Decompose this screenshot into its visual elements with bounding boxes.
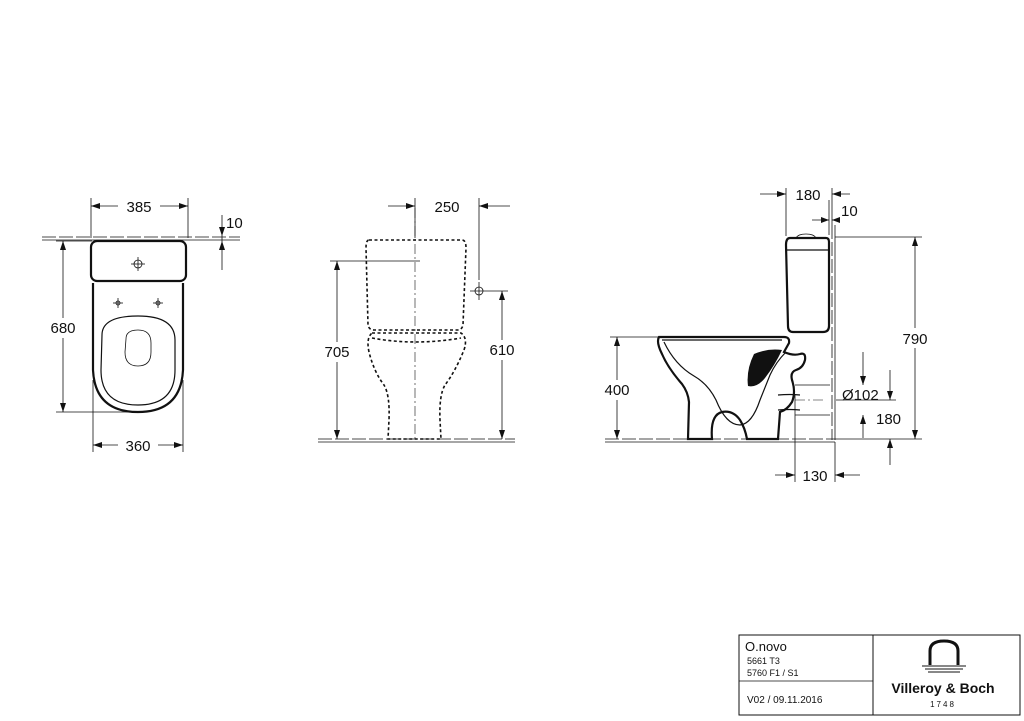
dim-side-180-bottom: 180: [876, 411, 901, 428]
brand-logo-icon: [922, 639, 966, 673]
side-view: 180 10 790 400 Ø102 180: [600, 187, 936, 485]
dim-side-diameter-102: Ø102: [842, 387, 879, 404]
dim-side-790: 790: [902, 331, 927, 348]
dim-side-400: 400: [604, 382, 629, 399]
top-view: 385 10 680 360: [42, 196, 243, 455]
dim-front-250: 250: [434, 199, 459, 216]
product-name: O.novo: [745, 639, 787, 654]
dim-front-705: 705: [324, 344, 349, 361]
product-code-2: 5760 F1 / S1: [747, 668, 799, 678]
dim-top-360: 360: [125, 438, 150, 455]
brand-name: Villeroy & Boch: [891, 680, 994, 696]
product-code-1: 5661 T3: [747, 656, 780, 666]
dim-top-680: 680: [50, 320, 75, 337]
dim-top-385: 385: [126, 199, 151, 216]
dim-side-180-top: 180: [795, 187, 820, 204]
dim-side-130: 130: [802, 468, 827, 485]
dim-top-10: 10: [226, 215, 243, 232]
dim-side-10: 10: [841, 203, 858, 220]
brand-year: 1748: [930, 700, 956, 709]
front-view: 250 705 610: [318, 198, 523, 443]
dim-front-610: 610: [489, 342, 514, 359]
version-date: V02 / 09.11.2016: [747, 695, 823, 706]
title-block: O.novo 5661 T3 5760 F1 / S1 V02 / 09.11.…: [738, 634, 1021, 716]
